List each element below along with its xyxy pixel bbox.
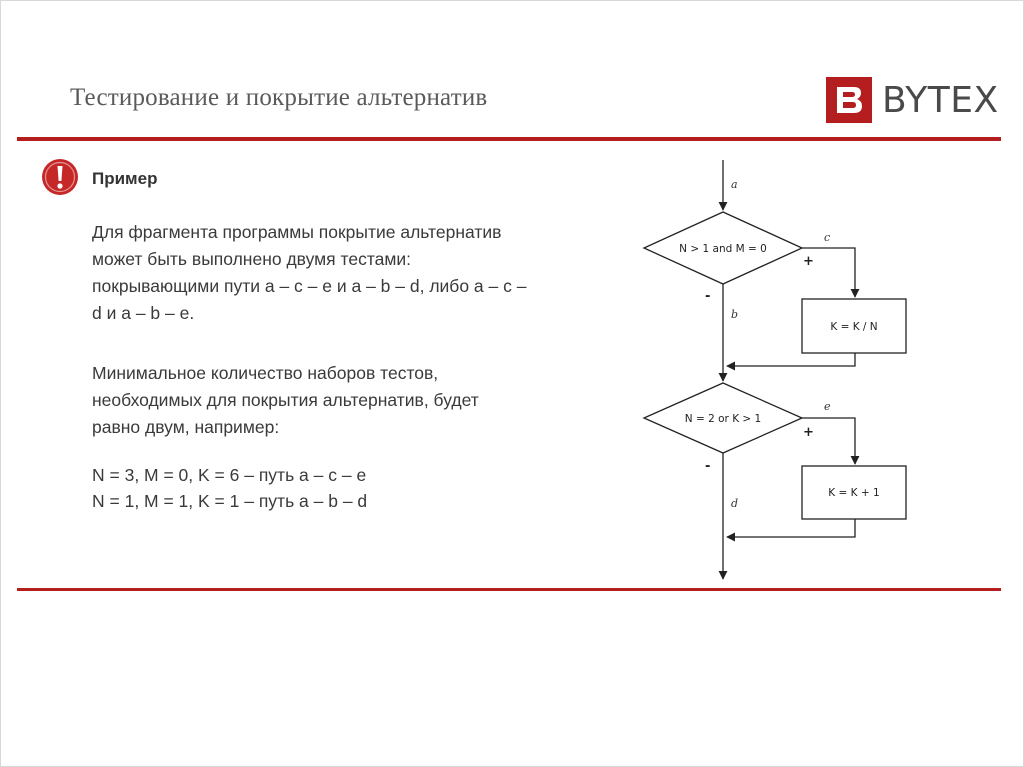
no-1-label: -: [705, 289, 710, 304]
process-1-label: K = K / N: [830, 321, 877, 333]
edge-e-line: [802, 417, 860, 465]
test-case-line: N = 1, M = 1, K = 1 – путь a – b – d: [92, 491, 368, 511]
paragraph-line: необходимых для покрытия альтернатив, бу…: [92, 390, 479, 410]
flowchart: N > 1 and M = 0 K = K / N N = 2 or K > 1…: [630, 155, 920, 590]
edge-c-line: [802, 247, 860, 298]
edge-d-label: d: [731, 497, 738, 510]
paragraph-coverage: Для фрагмента программы покрытие альтерн…: [92, 219, 600, 327]
paragraph-line: Минимальное количество наборов тестов,: [92, 363, 439, 383]
edge-c-label: c: [824, 231, 830, 244]
test-cases: N = 3, M = 0, K = 6 – путь a – c – e N =…: [92, 462, 600, 514]
edge-b-label: b: [731, 308, 738, 321]
paragraph-line: покрывающими пути a – c – e и a – b – d,…: [92, 276, 527, 296]
page-title: Тестирование и покрытие альтернатив: [70, 84, 488, 111]
example-label: Пример: [92, 169, 158, 188]
paragraph-line: d и a – b – e.: [92, 303, 195, 323]
logo-text: BYTEX: [882, 79, 999, 121]
yes-1-label: +: [803, 254, 814, 269]
merge-2-line: [726, 519, 856, 542]
process-2-shape: [801, 465, 907, 520]
no-2-label: -: [705, 459, 710, 474]
footer-divider: [17, 588, 1001, 591]
edge-e-label: e: [824, 400, 831, 413]
exclamation-icon: [41, 158, 79, 201]
header-divider: [17, 137, 1001, 141]
paragraph-line: может быть выполнено двумя тестами:: [92, 249, 412, 269]
merge-1-line: [726, 353, 856, 371]
decision-1-label: N > 1 and M = 0: [679, 243, 767, 255]
test-case-line: N = 3, M = 0, K = 6 – путь a – c – e: [92, 465, 367, 485]
logo-mark-icon: [826, 77, 872, 123]
paragraph-min-tests: Минимальное количество наборов тестов, н…: [92, 360, 600, 441]
paragraph-line: равно двум, например:: [92, 417, 280, 437]
bytex-logo: BYTEX: [826, 77, 999, 123]
process-2-label: K = K + 1: [828, 487, 879, 499]
decision-2-label: N = 2 or K > 1: [685, 413, 761, 425]
edge-a-label: a: [731, 178, 738, 191]
yes-2-label: +: [803, 425, 814, 440]
paragraph-line: Для фрагмента программы покрытие альтерн…: [92, 222, 502, 242]
process-1-shape: [801, 298, 907, 354]
